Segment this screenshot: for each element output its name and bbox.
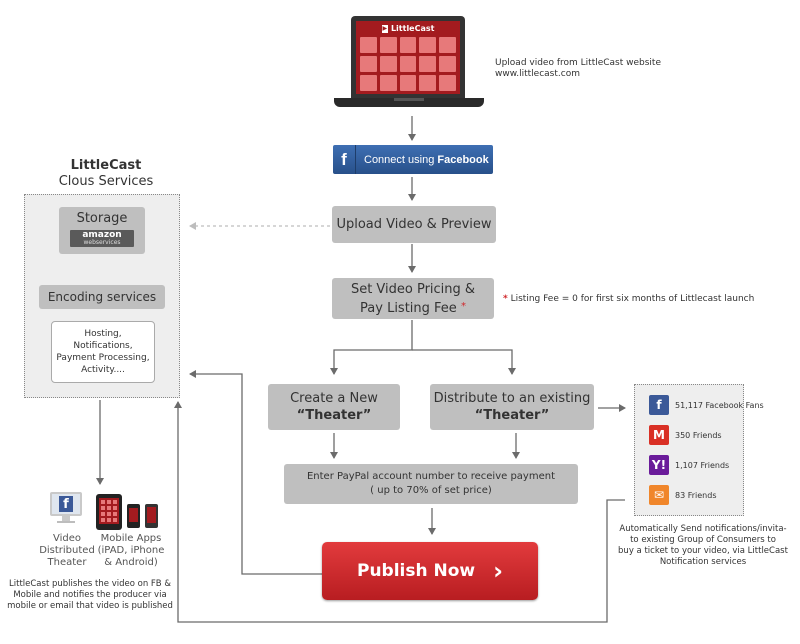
video-tile: [399, 56, 417, 72]
laptop-screen: ▶ LittleCast: [351, 16, 465, 98]
video-tile: [360, 37, 377, 53]
app-tile: [113, 512, 117, 516]
hosting-services-box: Hosting, Notifications, Payment Processi…: [51, 321, 155, 383]
mobile-apps-icon: [96, 494, 162, 530]
gmail-icon: M: [649, 425, 669, 445]
logo-play-icon: ▶: [381, 25, 389, 33]
video-tile: [360, 56, 377, 72]
video-tile: [379, 37, 397, 53]
amazon-webservices-logo: amazon webservices: [70, 230, 134, 247]
social-item: ✉ 83 Friends: [649, 483, 717, 507]
video-tile: [379, 56, 397, 72]
distribute-existing-theater-step: Distribute to an existing “Theater”: [430, 384, 594, 430]
connect-facebook-button[interactable]: f Connect using Facebook: [333, 145, 493, 174]
storage-box: Storage amazon webservices: [59, 207, 145, 254]
app-tile: [101, 500, 105, 504]
publishing-note: LittleCast publishes the video on FB & M…: [7, 579, 173, 611]
listing-fee-note: * Listing Fee = 0 for first six months o…: [503, 294, 755, 304]
social-item: M 350 Friends: [649, 423, 722, 447]
yahoo-icon: Y!: [649, 455, 669, 475]
video-tile: [439, 75, 456, 91]
app-tile: [113, 506, 117, 510]
app-tile: [113, 518, 117, 522]
video-tile: [399, 75, 417, 91]
social-item: Y! 1,107 Friends: [649, 453, 729, 477]
upload-video-preview-step: Upload Video & Preview: [332, 206, 496, 243]
video-tile: [439, 56, 456, 72]
app-tile: [107, 500, 111, 504]
create-new-theater-step: Create a New “Theater”: [268, 384, 400, 430]
video-tile-grid: [360, 37, 456, 91]
video-tile: [419, 37, 437, 53]
app-tile: [101, 506, 105, 510]
social-item-label: 1,107 Friends: [675, 460, 730, 470]
facebook-icon: f: [649, 395, 669, 415]
phone-icon: [127, 504, 140, 528]
video-tile: [419, 75, 437, 91]
arrow-pricing-to-branches: [330, 320, 413, 375]
paypal-account-step: Enter PayPal account number to receive p…: [284, 464, 578, 504]
app-tile: [101, 512, 105, 516]
facebook-icon: f: [333, 145, 356, 174]
mobile-apps-label: Mobile Apps (iPAD, iPhone & Android): [97, 533, 165, 568]
video-tile: [419, 56, 437, 72]
footnote-asterisk: *: [460, 300, 466, 312]
cloud-services-panel: Storage amazon webservices Encoding serv…: [24, 194, 180, 398]
social-item-label: 51,117 Facebook Fans: [675, 400, 764, 410]
laptop-illustration: ▶ LittleCast: [334, 16, 484, 116]
mail-icon: ✉: [649, 485, 669, 505]
app-tile: [101, 518, 105, 522]
app-tile: [107, 512, 111, 516]
notification-note: Automatically Send notifications/invita-…: [618, 524, 788, 567]
video-tile: [379, 75, 397, 91]
laptop-caption: Upload video from LittleCast website www…: [495, 58, 661, 79]
social-item: f 51,117 Facebook Fans: [649, 393, 764, 417]
social-item-label: 350 Friends: [675, 430, 722, 440]
littlecast-logo: ▶ LittleCast: [381, 24, 435, 33]
arrow-publish-to-cloud: [189, 370, 322, 575]
cloud-services-title: LittleCast Clous Services: [58, 158, 154, 189]
video-tile: [439, 37, 456, 53]
laptop-base: [334, 98, 484, 107]
android-phone-icon: [145, 504, 158, 528]
video-tile: [399, 37, 417, 53]
video-theater-label: Video Distributed Theater: [39, 533, 95, 568]
social-item-label: 83 Friends: [675, 490, 717, 500]
tablet-icon: [96, 494, 122, 530]
encoding-services-box: Encoding services: [39, 285, 165, 309]
app-tile: [113, 500, 117, 504]
set-pricing-step: Set Video Pricing & Pay Listing Fee *: [332, 278, 494, 319]
video-tile: [360, 75, 377, 91]
app-tile: [107, 506, 111, 510]
arrow-social-to-cloud: [174, 401, 625, 623]
app-tile: [107, 518, 111, 522]
chevron-right-icon: ›: [493, 557, 504, 585]
publish-now-button[interactable]: Publish Now ›: [322, 542, 538, 600]
video-theater-icon: f: [50, 492, 82, 528]
